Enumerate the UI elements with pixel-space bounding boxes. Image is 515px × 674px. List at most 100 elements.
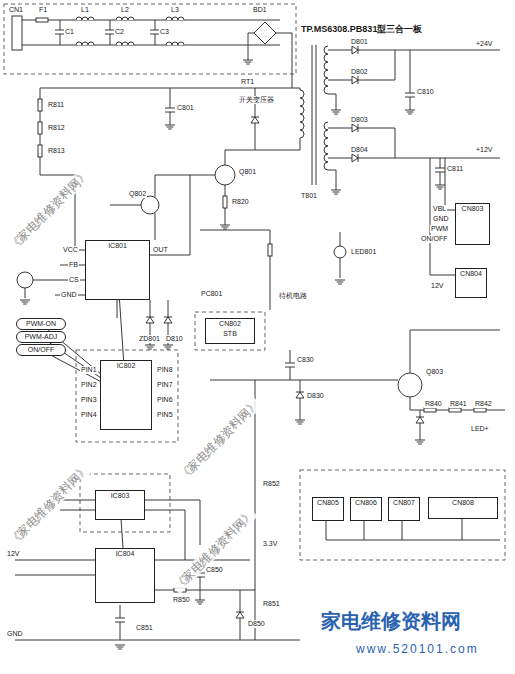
component-name: IC801 [86, 241, 149, 251]
component-name: CN808 [429, 498, 497, 508]
transistor-symbol [398, 373, 422, 397]
component-name: IC804 [96, 549, 154, 559]
part-label: 3.3V [262, 540, 278, 548]
part-label: PIN4 [80, 411, 98, 419]
wire [440, 172, 441, 185]
wire [410, 50, 411, 93]
diode-bar [236, 612, 244, 613]
wire [440, 158, 441, 168]
part-label: R842 [474, 400, 493, 408]
wire [410, 330, 500, 373]
ground-symbol [297, 422, 304, 423]
component-box: IC803 [95, 490, 145, 520]
part-label: R851 [262, 600, 281, 608]
capacitor-symbol [285, 363, 295, 364]
wire [40, 134, 41, 145]
ground-symbol [223, 229, 227, 230]
diode-symbol [352, 76, 358, 84]
ground-symbol [118, 649, 122, 650]
wire [358, 50, 500, 51]
ground-symbol [20, 300, 30, 301]
wire [240, 590, 241, 612]
ground-symbol [408, 114, 412, 115]
component-box: CN804 [455, 268, 487, 298]
ground-symbol [222, 227, 229, 228]
ground-symbol [117, 647, 124, 648]
wire [326, 521, 500, 540]
transformer-core [316, 45, 317, 185]
wire [328, 128, 352, 129]
capacitor-symbol [165, 108, 175, 109]
ground-symbol [246, 64, 250, 65]
resistor-symbol [474, 408, 486, 412]
wire [402, 521, 403, 540]
inductor-coil [166, 17, 184, 20]
part-label: CN1 [8, 6, 24, 14]
dashed-section [300, 470, 505, 560]
part-label: BD1 [252, 6, 268, 14]
inductor-coil [76, 17, 94, 20]
part-label: FB [68, 261, 79, 269]
diode-symbol [352, 46, 358, 54]
ground-symbol [115, 645, 125, 646]
wire [200, 577, 201, 600]
part-label: R820 [231, 198, 250, 206]
part-label: C851 [135, 624, 154, 632]
wire [300, 398, 301, 420]
part-label: D803 [350, 116, 369, 124]
site-url: www.520101.com [355, 642, 480, 656]
wire [328, 158, 352, 159]
wire [110, 34, 111, 45]
component-name: ON/OFF [17, 345, 65, 355]
component-name: PWM-ADJ [17, 332, 65, 342]
part-label: 12V [430, 282, 444, 290]
resistor-symbol [223, 196, 227, 208]
transistor-symbol [17, 272, 33, 288]
part-label: PIN2 [80, 381, 98, 389]
component-box: CN808 [428, 497, 498, 519]
signal-wire [52, 356, 100, 381]
part-label: D810 [165, 335, 184, 343]
diode-symbol [416, 417, 424, 423]
capacitor-symbol [115, 618, 125, 619]
ground-symbol [331, 110, 341, 111]
diode-symbol [352, 124, 358, 132]
ground-symbol [22, 302, 29, 303]
inductor-coil [116, 17, 134, 20]
signal-tag: ON/OFF [16, 344, 66, 356]
ground-symbol [298, 424, 302, 425]
part-label: PIN8 [156, 366, 174, 374]
transistor-symbol [215, 165, 235, 185]
ground-symbol [407, 112, 414, 113]
part-label: D801 [350, 38, 369, 46]
part-label: LED+ [470, 425, 490, 433]
component-box: IC801 [85, 240, 150, 300]
wire [60, 510, 95, 511]
part-label: C1 [64, 28, 75, 36]
wire [22, 20, 280, 21]
ground-symbol [334, 114, 338, 115]
wire [120, 622, 121, 640]
resistor-symbol [449, 408, 461, 412]
watermark: 《家电维修资料网》 [5, 166, 93, 254]
transformer-winding [300, 90, 304, 138]
wire [340, 258, 341, 278]
resistor-symbol [268, 244, 272, 256]
component-box: CN805 [312, 497, 344, 521]
wire [225, 138, 300, 165]
wire [60, 34, 61, 45]
site-logo: 家电维修资料网 [320, 610, 462, 632]
transformer-core [312, 45, 313, 185]
component-name: CN805 [313, 498, 343, 508]
diode-symbol [352, 154, 358, 162]
component-name: IC803 [96, 491, 144, 501]
wire [328, 50, 352, 51]
component-box: CN802STB [205, 318, 255, 344]
component-name: IC802 [101, 361, 151, 371]
inductor-coil [76, 42, 94, 45]
wire [168, 300, 169, 317]
part-label: RT1 [240, 78, 255, 86]
part-label: F1 [38, 6, 48, 14]
wire [200, 230, 270, 244]
ground-symbol [245, 62, 252, 63]
